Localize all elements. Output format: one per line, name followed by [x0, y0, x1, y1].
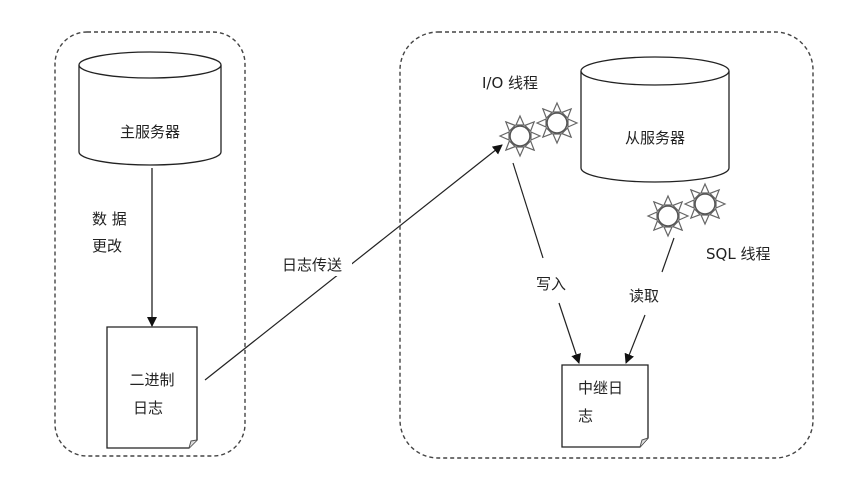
io-thread-gear-icon [499, 115, 541, 157]
log-transfer-arrow [204, 144, 503, 381]
write-label: 写入 [536, 275, 566, 293]
write-arrow-upper [512, 162, 544, 259]
slave-server-cylinder [580, 56, 730, 183]
master-server-cylinder [78, 51, 222, 166]
io-thread-gear-icon [536, 102, 578, 144]
read-arrow [624, 314, 646, 364]
data-change-label-line1: 数 据 [92, 210, 127, 228]
binary-log-label-line1: 二进制 [129, 371, 174, 389]
sql-thread-label: SQL 线程 [706, 245, 770, 263]
read-arrow-upper [661, 237, 675, 273]
binary-log-label-line2: 日志 [133, 399, 163, 417]
slave-group-boundary [399, 31, 814, 459]
io-thread-label: I/O 线程 [482, 74, 538, 92]
relay-log-document [561, 364, 649, 448]
relay-log-label-line1: 中继日 [578, 379, 623, 397]
read-label: 读取 [629, 287, 659, 305]
data-change-label-line2: 更改 [92, 237, 122, 255]
slave-server-label: 从服务器 [625, 129, 685, 147]
binary-log-document [106, 326, 198, 449]
relay-log-label-line2: 志 [578, 407, 593, 425]
sql-thread-gear-icon [684, 183, 726, 225]
sql-thread-gear-icon [647, 195, 689, 237]
log-transfer-label: 日志传送 [282, 256, 342, 274]
write-arrow [558, 302, 581, 364]
master-server-label: 主服务器 [120, 123, 180, 141]
master-group-boundary [54, 31, 246, 457]
